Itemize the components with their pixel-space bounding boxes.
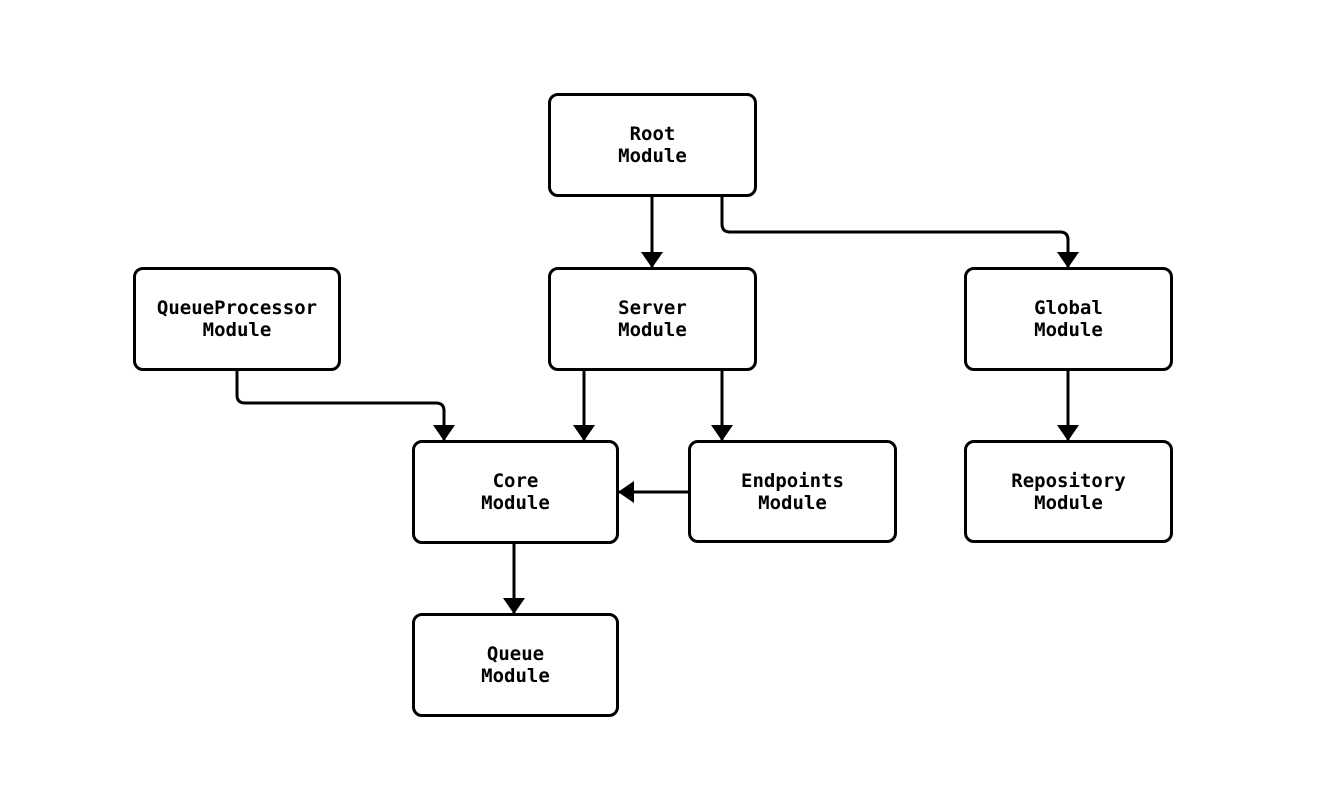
node-label: Global Module xyxy=(1034,297,1103,341)
node-label: Server Module xyxy=(618,297,687,341)
node-queue-module: Queue Module xyxy=(412,613,619,717)
node-endpoints-module: Endpoints Module xyxy=(688,440,897,543)
node-repository-module: Repository Module xyxy=(964,440,1173,543)
node-label: Core Module xyxy=(481,470,550,514)
edge-root-global xyxy=(720,197,1079,268)
node-global-module: Global Module xyxy=(964,267,1173,371)
node-label: Queue Module xyxy=(481,643,550,687)
node-core-module: Core Module xyxy=(412,440,619,544)
edge-queueprocessor-core xyxy=(235,371,455,441)
node-label: Repository Module xyxy=(1011,469,1126,514)
edges-group xyxy=(235,197,1079,614)
node-root-module: Root Module xyxy=(548,93,757,197)
node-queueprocessor-module: QueueProcessor Module xyxy=(133,267,341,371)
node-label: Endpoints Module xyxy=(741,469,844,514)
node-server-module: Server Module xyxy=(548,267,757,371)
node-label: Root Module xyxy=(618,123,687,167)
node-label: QueueProcessor Module xyxy=(156,297,318,341)
